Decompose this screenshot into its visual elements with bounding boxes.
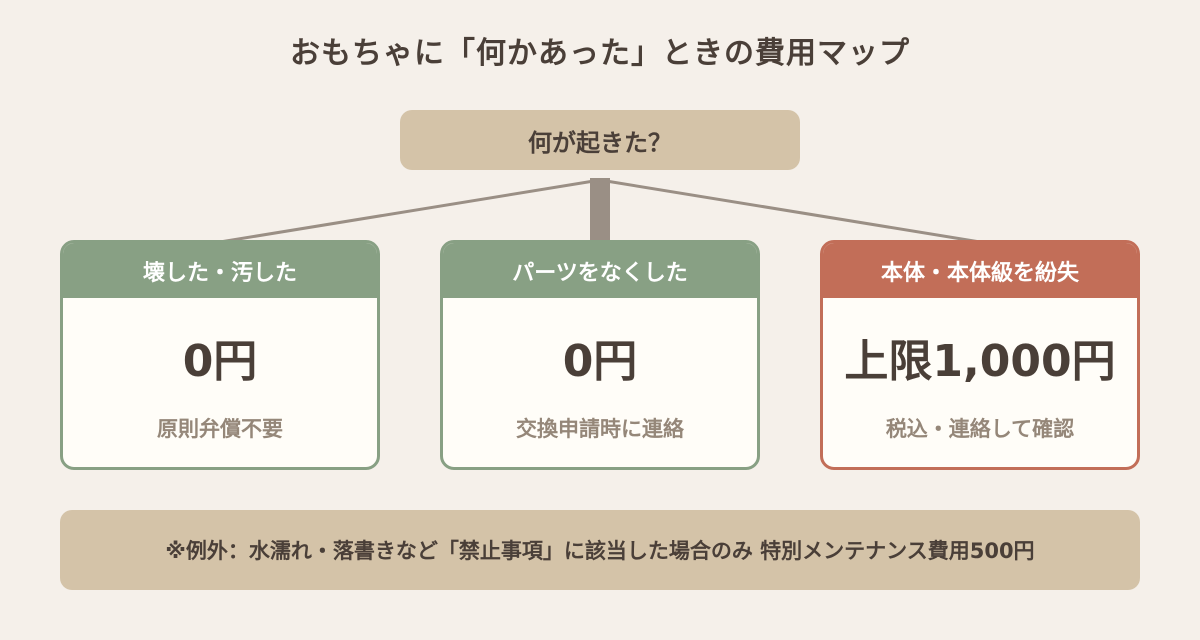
root-question-label: 何が起きた？ xyxy=(528,128,672,157)
connector-stem xyxy=(590,178,610,242)
card-heading: 本体・本体級を紛失 xyxy=(880,260,1079,286)
card-header: 壊した・汚した xyxy=(63,243,377,298)
card-broken-dirty: 壊した・汚した 0円 原則弁償不要 xyxy=(60,240,380,470)
card-amount: 0円 xyxy=(562,336,638,387)
page-title: おもちゃに「何かあった」ときの費用マップ xyxy=(290,36,910,71)
card-header: パーツをなくした xyxy=(443,243,757,298)
connector-line-right xyxy=(599,178,981,244)
exception-note-text: ※例外：水濡れ・落書きなど「禁止事項」に該当した場合のみ 特別メンテナンス費用5… xyxy=(165,539,1035,563)
card-note: 交換申請時に連絡 xyxy=(516,417,684,441)
exception-note-box: ※例外：水濡れ・落書きなど「禁止事項」に該当した場合のみ 特別メンテナンス費用5… xyxy=(60,510,1140,590)
card-amount: 0円 xyxy=(182,336,258,387)
card-header: 本体・本体級を紛失 xyxy=(823,243,1137,298)
connector-line-left xyxy=(219,178,601,244)
card-heading: 壊した・汚した xyxy=(142,260,297,286)
card-amount: 上限1,000円 xyxy=(844,336,1116,387)
card-lost-parts: パーツをなくした 0円 交換申請時に連絡 xyxy=(440,240,760,470)
card-heading: パーツをなくした xyxy=(512,260,688,286)
card-lost-main-body: 本体・本体級を紛失 上限1,000円 税込・連絡して確認 xyxy=(820,240,1140,470)
card-note: 税込・連絡して確認 xyxy=(885,417,1075,441)
root-question-box: 何が起きた？ xyxy=(400,110,800,170)
card-note: 原則弁償不要 xyxy=(157,417,283,441)
